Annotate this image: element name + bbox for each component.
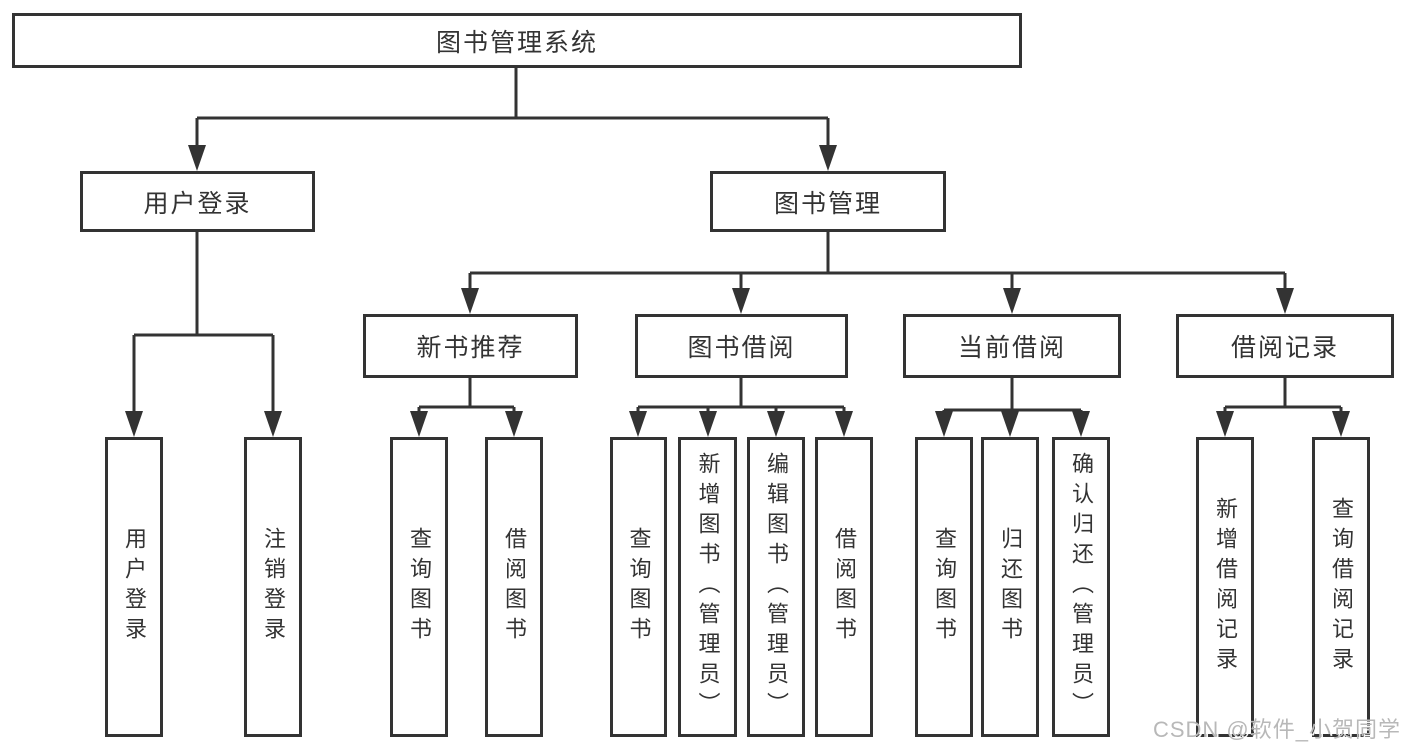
node-leaf-cb-query-book: 查询图书 bbox=[915, 437, 973, 737]
node-leaf-logout: 注销登录 bbox=[244, 437, 302, 737]
node-leaf-bb-borrow-book: 借阅图书 bbox=[815, 437, 873, 737]
node-borrow-record: 借阅记录 bbox=[1176, 314, 1394, 378]
node-leaf-bb-query-book: 查询图书 bbox=[610, 437, 667, 737]
node-book-borrow: 图书借阅 bbox=[635, 314, 848, 378]
node-user-login: 用户登录 bbox=[80, 171, 315, 232]
csdn-watermark: CSDN @软件_小贺同学 bbox=[1152, 717, 1401, 742]
node-leaf-cb-confirm-return-admin: 确认归还（管理员） bbox=[1052, 437, 1110, 737]
node-book-management: 图书管理 bbox=[710, 171, 946, 232]
node-leaf-br-add-record: 新增借阅记录 bbox=[1196, 437, 1254, 737]
node-library-system: 图书管理系统 bbox=[12, 13, 1022, 68]
node-leaf-rec-borrow-book: 借阅图书 bbox=[485, 437, 543, 737]
node-current-borrow: 当前借阅 bbox=[903, 314, 1121, 378]
node-leaf-br-query-record: 查询借阅记录 bbox=[1312, 437, 1370, 737]
node-new-book-recommend: 新书推荐 bbox=[363, 314, 578, 378]
node-leaf-cb-return-book: 归还图书 bbox=[981, 437, 1039, 737]
node-leaf-user-login: 用户登录 bbox=[105, 437, 163, 737]
node-leaf-rec-query-book: 查询图书 bbox=[390, 437, 448, 737]
node-leaf-bb-edit-book-admin: 编辑图书（管理员） bbox=[747, 437, 805, 737]
node-leaf-bb-add-book-admin: 新增图书（管理员） bbox=[678, 437, 737, 737]
arrowheads bbox=[125, 145, 1350, 437]
